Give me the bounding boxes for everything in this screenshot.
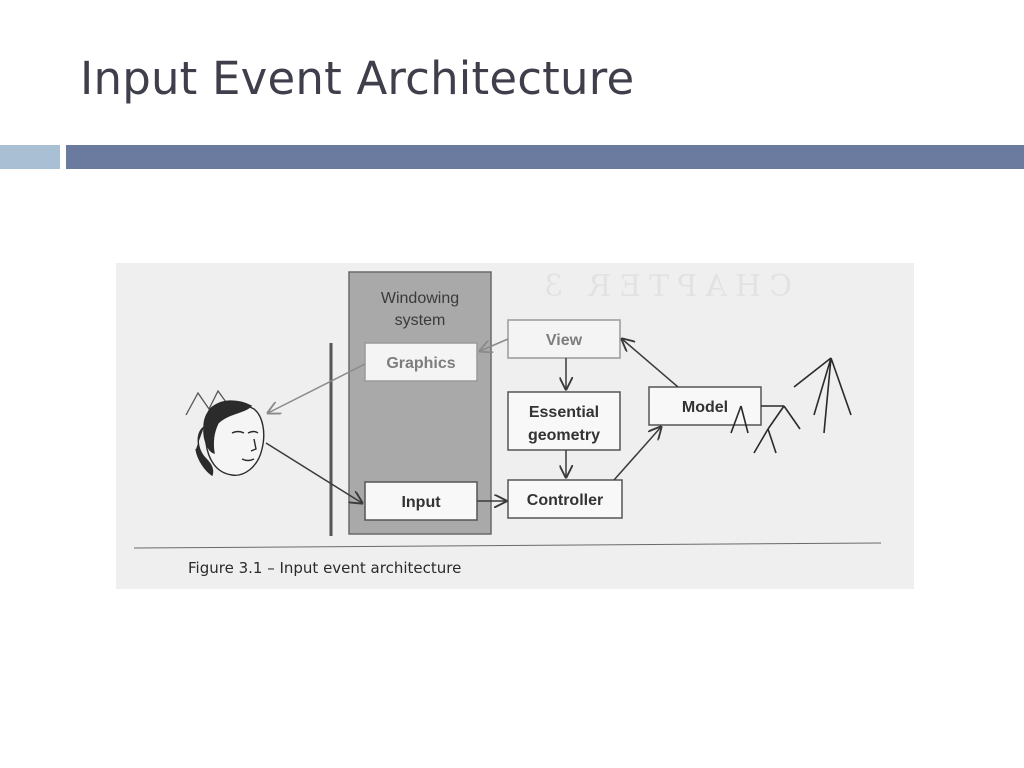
slide-title: Input Event Architecture: [80, 52, 635, 105]
windowing-system-label-2: system: [395, 312, 446, 329]
person-face-icon: [185, 389, 265, 477]
controller-box: [507, 479, 623, 519]
title-bar: [66, 145, 1024, 169]
arrow-model-to-view: [622, 339, 679, 388]
architecture-diagram: Windowing system Graphics Input View Ess…: [133, 271, 882, 549]
essential-geometry-label-2: geometry: [528, 427, 600, 444]
title-bar-accent: [0, 145, 60, 169]
graphics-box: [364, 342, 478, 382]
tree-icon: [730, 357, 852, 454]
essential-geometry-box: [507, 391, 621, 451]
caption-rule: [133, 542, 882, 549]
view-label: View: [546, 332, 583, 349]
model-box: [648, 386, 762, 426]
architecture-figure: CHAPTER 3 Windowing system Graphics Inpu…: [116, 263, 914, 589]
arrow-user-to-input: [265, 442, 362, 503]
model-label: Model: [682, 399, 728, 416]
arrow-view-to-graphics: [480, 338, 509, 351]
essential-geometry-label-1: Essential: [529, 404, 599, 421]
arrow-controller-to-model: [613, 427, 661, 481]
graphics-label: Graphics: [386, 355, 455, 372]
windowing-system-label-1: Windowing: [381, 290, 459, 307]
arrow-graphics-to-user: [268, 363, 366, 413]
figure-caption: Figure 3.1 – Input event architecture: [188, 559, 462, 577]
input-box: [364, 481, 478, 521]
controller-label: Controller: [527, 492, 603, 509]
input-label: Input: [401, 494, 441, 511]
